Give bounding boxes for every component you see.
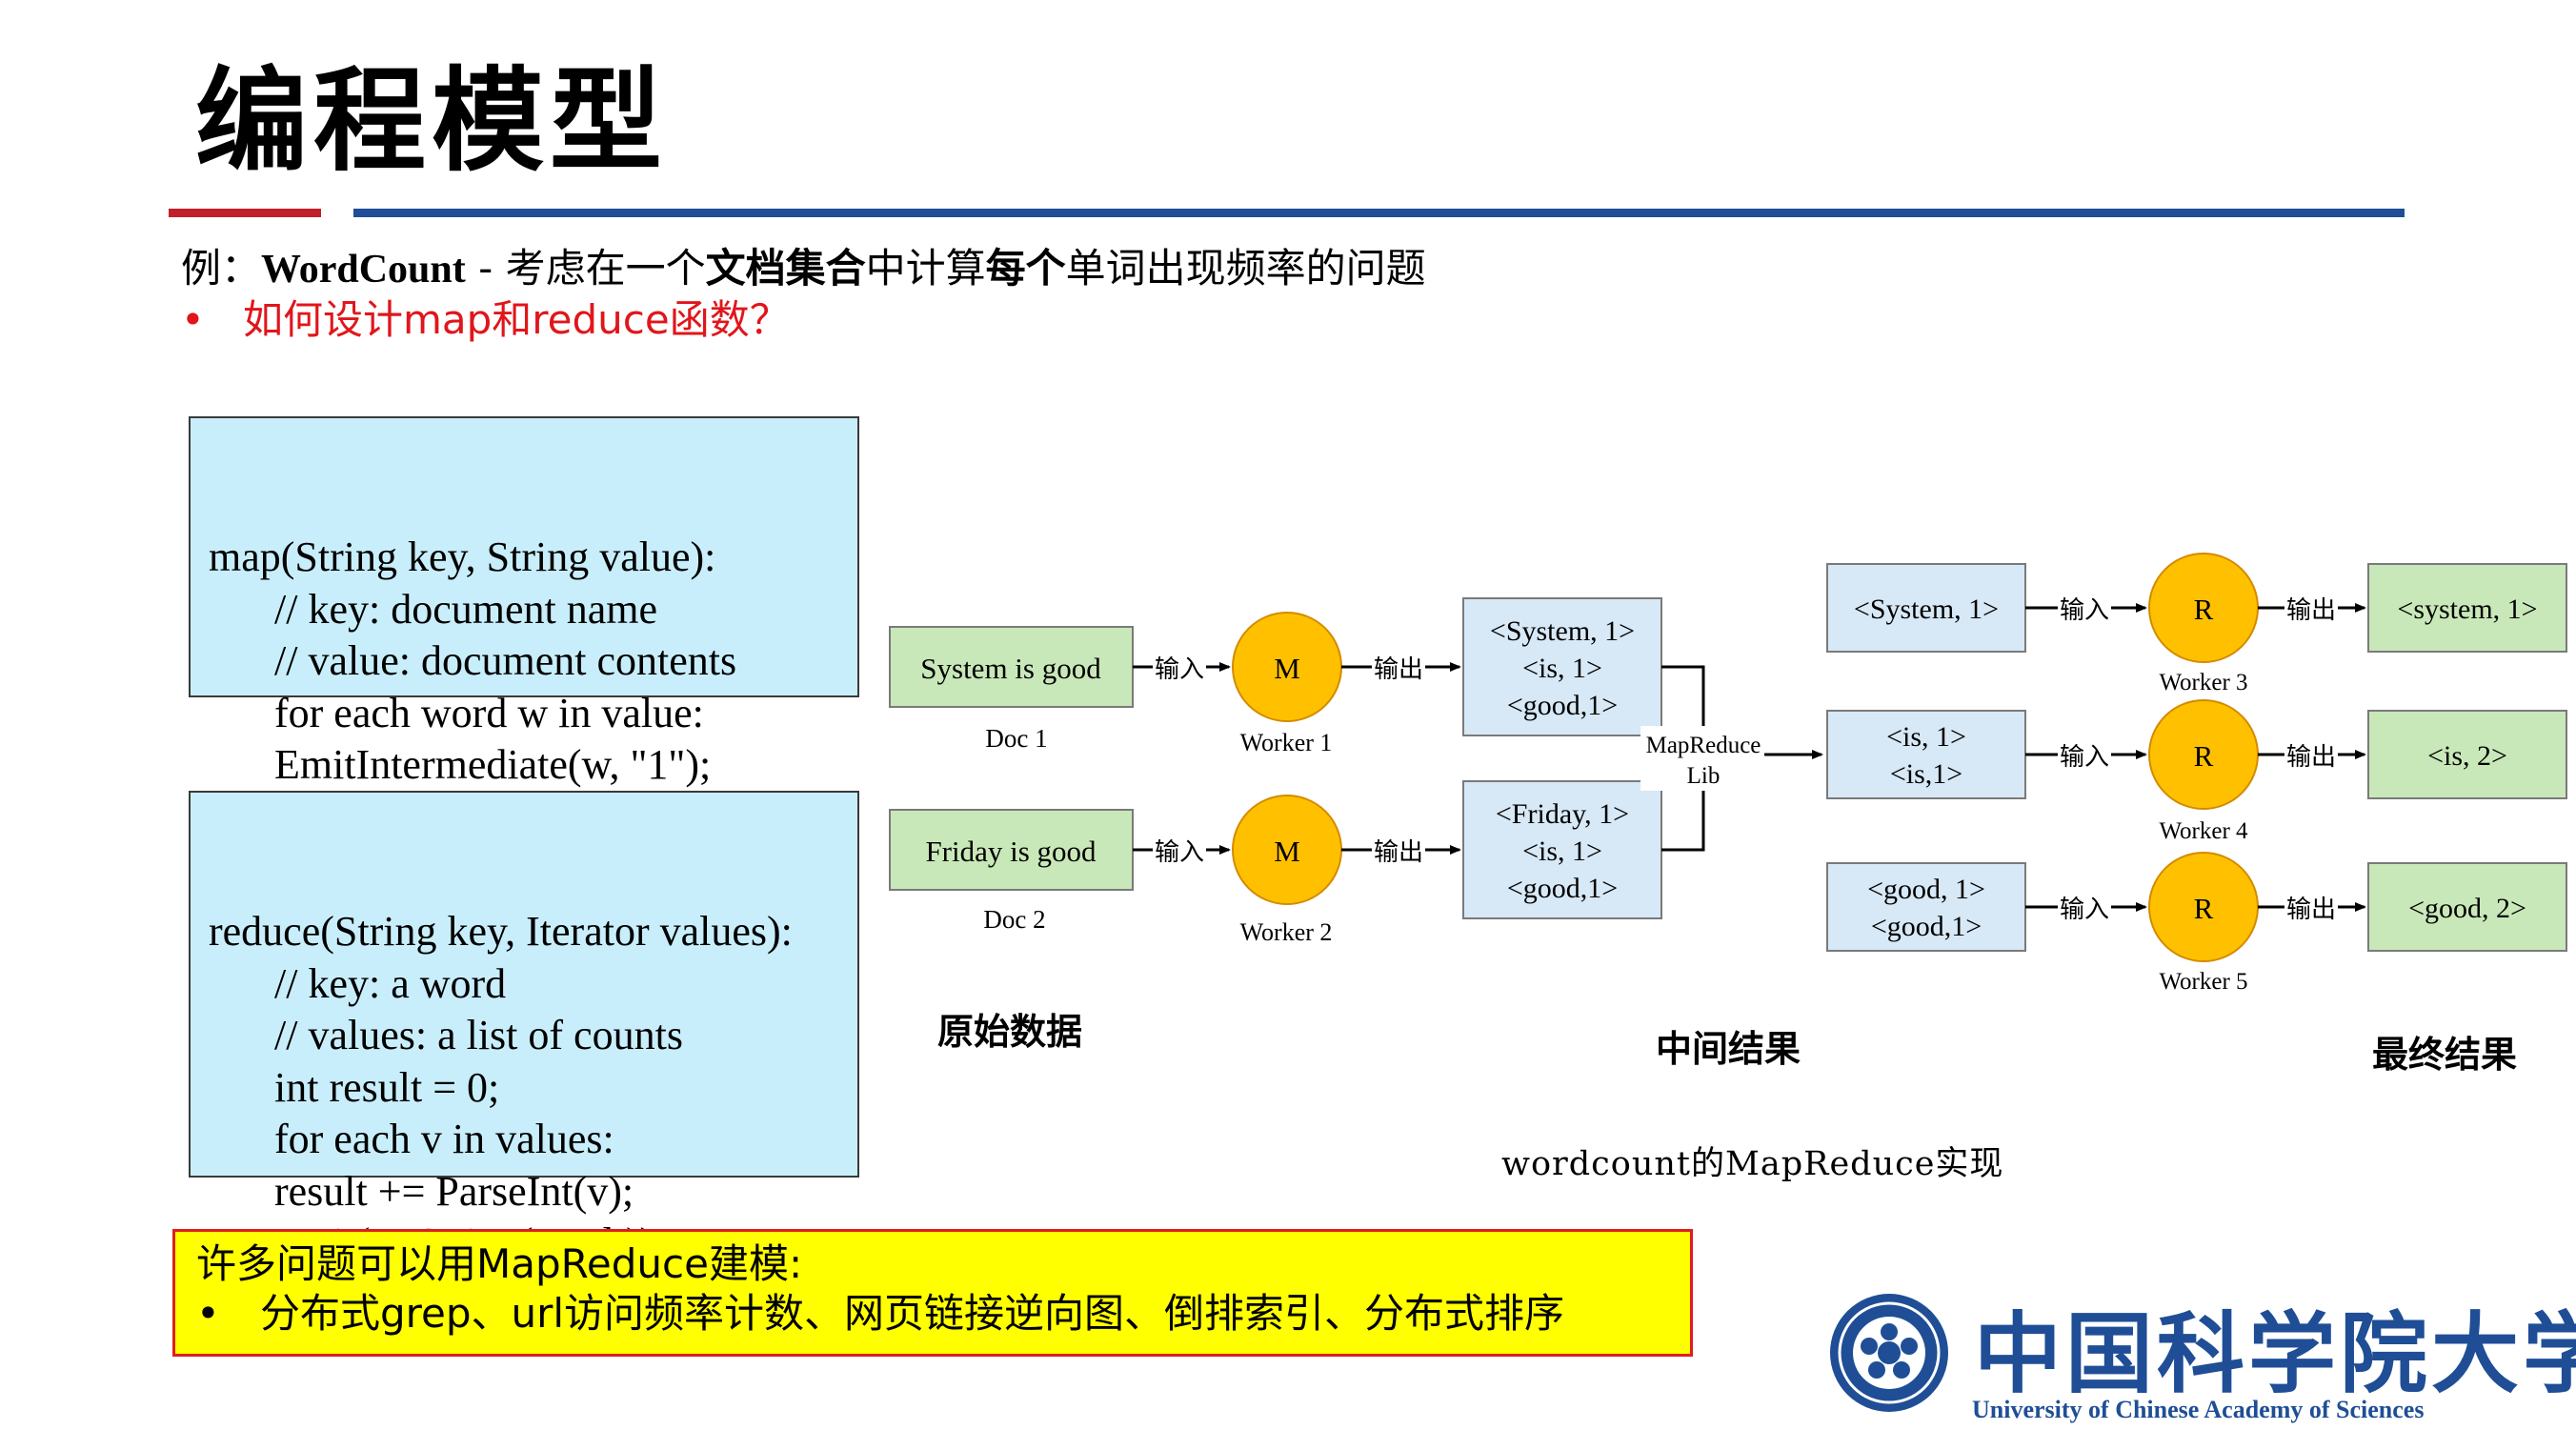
- reducer-2-letter: R: [2194, 739, 2214, 773]
- note-heading: 许多问题可以用MapReduce建模:: [196, 1240, 803, 1287]
- note-text: 分布式grep、url访问频率计数、网页链接逆向图、倒排索引、分布式排序: [260, 1290, 1565, 1337]
- doc-1-box: [889, 626, 1134, 708]
- doc-2-label: Doc 2: [983, 905, 1045, 934]
- grouped-1-box: [1826, 563, 2026, 653]
- mapper-2-label: Worker 2: [1240, 918, 1333, 946]
- code-line: reduce(String key, Iterator values):: [209, 908, 793, 955]
- reducer-1-label: Worker 3: [2159, 670, 2247, 695]
- pair-text: <is, 1>: [1522, 836, 1602, 867]
- final-1-box: [2367, 563, 2567, 653]
- output-label: 输出: [2286, 743, 2336, 771]
- intro-line: 例：WordCount - 考虑在一个文档集合中计算每个单词出现频率的问题: [181, 245, 1426, 292]
- stage-label-intermediate: 中间结果: [1656, 1028, 1801, 1070]
- code-line: result += ParseInt(v);: [274, 1167, 634, 1215]
- output-label: 输出: [1374, 655, 1423, 683]
- pair-text: <good,1>: [1507, 873, 1618, 904]
- lib-label: Lib: [1687, 763, 1721, 789]
- title-accent-bar: [169, 209, 321, 217]
- input-label: 输入: [1155, 655, 1204, 683]
- output-label: 输出: [1374, 838, 1423, 866]
- university-logo-cn: 中国科学院大学: [1974, 1302, 2576, 1405]
- page-title: 编程模型: [195, 55, 669, 187]
- label-bg: [2058, 593, 2111, 623]
- mapreduce-applications-note: 许多问题可以用MapReduce建模: • 分布式grep、url访问频率计数、网…: [172, 1229, 1693, 1357]
- bullet-icon: •: [181, 296, 205, 343]
- input-label: 输入: [2060, 896, 2109, 923]
- label-bg: [1372, 652, 1425, 682]
- pair-text: <is,1>: [1890, 758, 1962, 790]
- lib-label-bg: [1640, 726, 1764, 791]
- input-label: 输入: [1155, 838, 1204, 866]
- label-bg: [2284, 739, 2338, 770]
- university-seal-icon: [1830, 1294, 1948, 1412]
- stage-label-final: 最终结果: [2372, 1034, 2518, 1076]
- doc-2-text: Friday is good: [925, 835, 1097, 868]
- code-line: // value: document contents: [274, 637, 737, 684]
- label-bg: [1153, 652, 1206, 682]
- label-bg: [2284, 892, 2338, 922]
- final-3-box: [2367, 862, 2567, 952]
- label-bg: [1153, 835, 1206, 865]
- code-line: // key: a word: [274, 959, 507, 1007]
- title-rule-bar: [353, 209, 2405, 217]
- code-line: EmitIntermediate(w, "1");: [274, 741, 712, 788]
- pair-text: <is, 1>: [1522, 653, 1602, 684]
- map-function-box: map(String key, String value): // key: do…: [189, 416, 859, 788]
- output-label: 输出: [2286, 896, 2336, 923]
- label-bg: [2284, 593, 2338, 623]
- grouped-2-box: [1826, 710, 2026, 799]
- label-bg: [2058, 892, 2111, 922]
- output-label: 输出: [2286, 596, 2336, 624]
- mapper-1-letter: M: [1274, 652, 1300, 685]
- label-bg: [1372, 835, 1425, 865]
- final-text: <good, 2>: [2408, 893, 2526, 924]
- intermediate-1-box: [1462, 597, 1662, 736]
- pair-text: <Friday, 1>: [1496, 798, 1629, 830]
- pair-text: <good,1>: [1871, 911, 1982, 942]
- intermediate-2-box: [1462, 780, 1662, 919]
- pair-text: <good, 1>: [1867, 874, 1985, 905]
- reducer-1-letter: R: [2194, 593, 2214, 626]
- lib-label: MapReduce: [1646, 733, 1761, 758]
- reducer-2-label: Worker 4: [2159, 818, 2248, 844]
- stage-label-raw: 原始数据: [937, 1011, 1083, 1053]
- reducer-3-letter: R: [2194, 892, 2214, 925]
- question-text: 如何设计map和reduce函数？: [243, 296, 790, 343]
- diagram-caption: wordcount的MapReduce实现: [1501, 1145, 2004, 1183]
- final-text: <system, 1>: [2397, 594, 2537, 625]
- bullet-icon: •: [196, 1290, 220, 1337]
- doc-1-label: Doc 1: [985, 724, 1047, 753]
- pair-text: <System, 1>: [1854, 594, 1999, 625]
- mapper-2-letter: M: [1274, 835, 1300, 868]
- code-line: for each v in values:: [274, 1116, 614, 1162]
- university-logo-en: University of Chinese Academy of Science…: [1972, 1396, 2425, 1423]
- code-line: // key: document name: [274, 585, 657, 633]
- input-label: 输入: [2060, 596, 2109, 624]
- note-bullet: • 分布式grep、url访问频率计数、网页链接逆向图、倒排索引、分布式排序: [196, 1289, 1690, 1339]
- final-text: <is, 2>: [2427, 740, 2507, 772]
- grouped-3-box: [1826, 862, 2026, 952]
- pair-text: <good,1>: [1507, 690, 1618, 721]
- pair-text: <System, 1>: [1490, 615, 1635, 647]
- reducer-3-label: Worker 5: [2159, 969, 2247, 995]
- label-bg: [2058, 739, 2111, 770]
- code-line: // values: a list of counts: [274, 1012, 683, 1058]
- mapper-1-label: Worker 1: [1240, 729, 1333, 756]
- final-2-box: [2367, 710, 2567, 799]
- code-line: map(String key, String value):: [209, 534, 716, 580]
- code-line: for each word w in value:: [274, 689, 704, 736]
- input-label: 输入: [2060, 743, 2109, 771]
- doc-1-text: System is good: [920, 652, 1101, 685]
- pair-text: <is, 1>: [1886, 721, 1966, 753]
- code-line: int result = 0;: [274, 1063, 500, 1111]
- question-bullet: • 如何设计map和reduce函数？: [181, 295, 790, 346]
- doc-2-box: [889, 809, 1134, 891]
